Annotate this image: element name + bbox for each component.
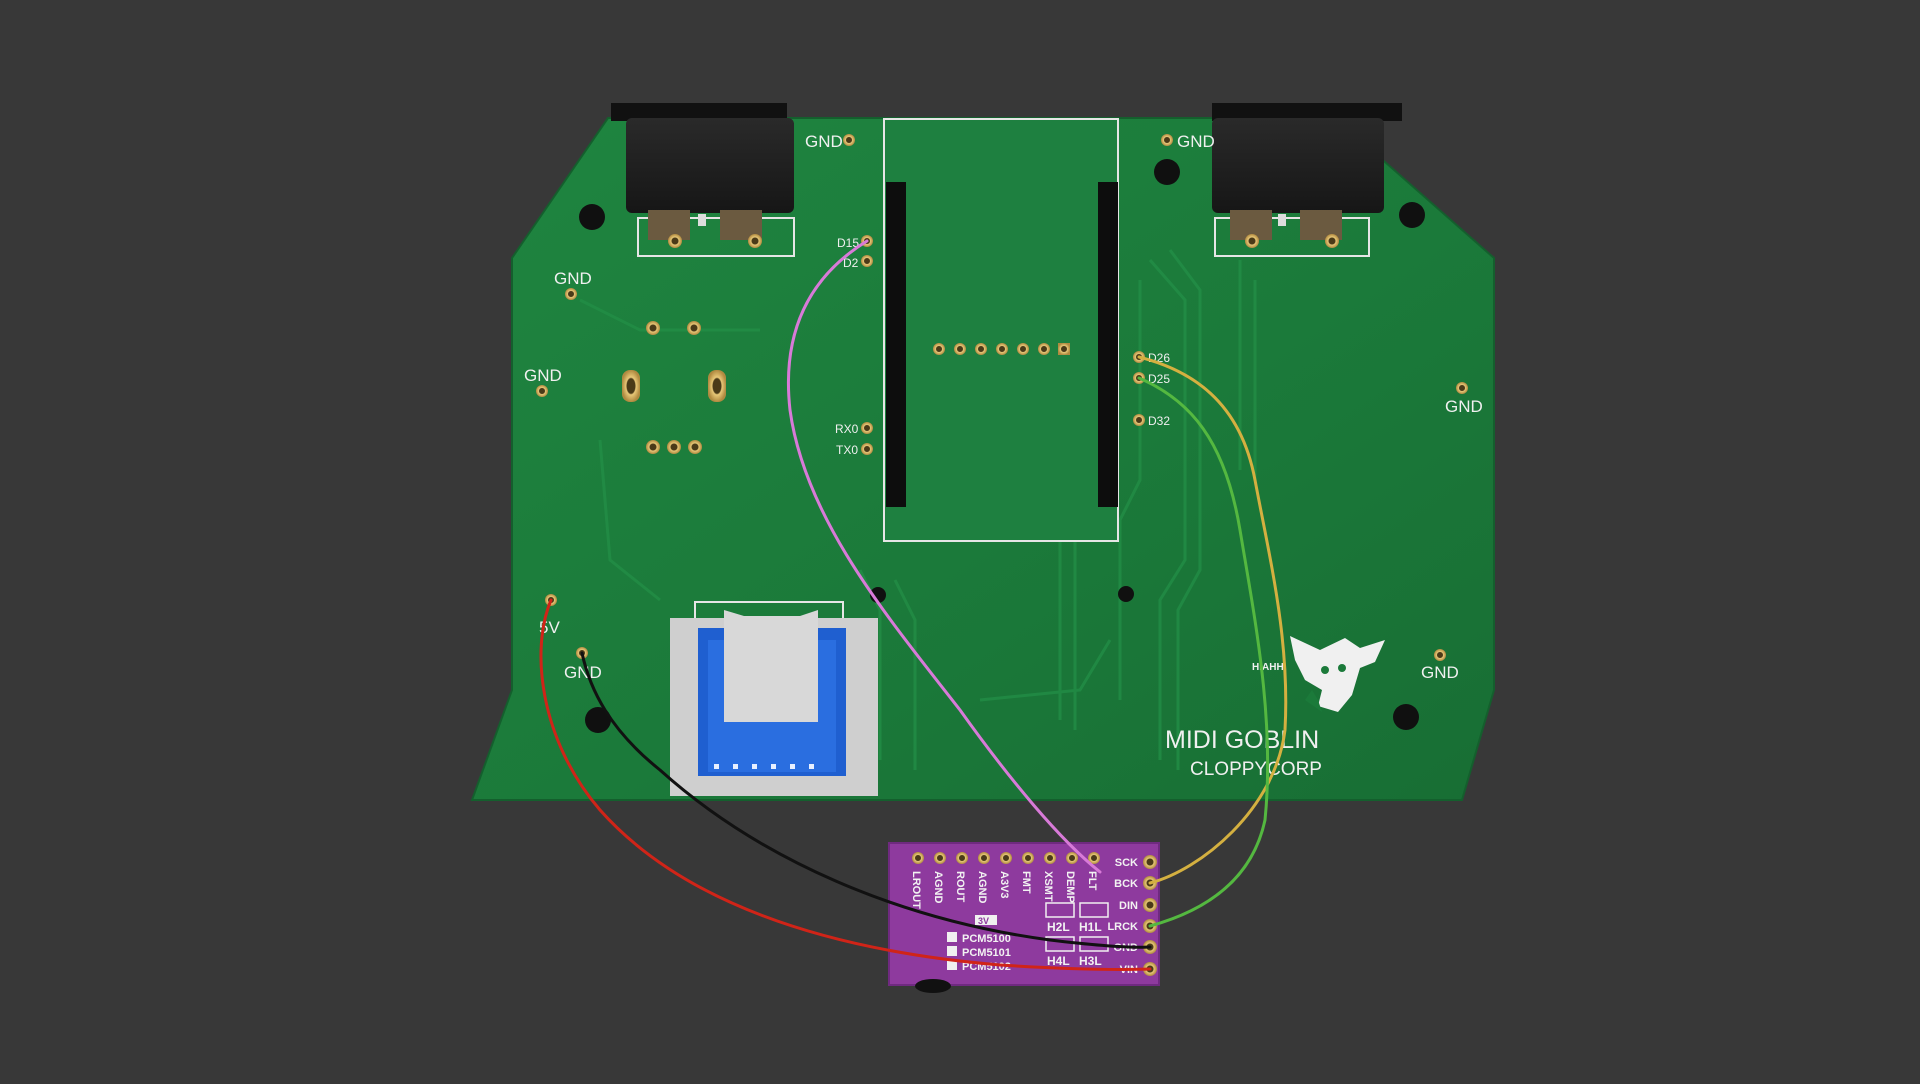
dac-left-pin-labels: LROUT AGND ROUT AGND A3V3 FMT XSMT DEMP …: [910, 871, 1098, 909]
mounting-holes: [579, 159, 1425, 733]
gnd-label: GND: [564, 663, 602, 682]
d2-label: D2: [843, 256, 859, 270]
d15-label: D15: [837, 236, 859, 250]
audio-jack-icon: [915, 979, 951, 993]
jumper-wires: [539, 239, 1288, 972]
mount-hole: [1393, 704, 1419, 730]
dac-pin-label: A3V3: [998, 871, 1010, 899]
dac-pin-label: FMT: [1020, 871, 1032, 894]
jumper-label: H4L: [1047, 954, 1070, 968]
chip-mark: 3V: [978, 916, 989, 926]
midi-din-left-icon: [611, 103, 795, 257]
dac-pin-label: LROUT: [910, 871, 922, 909]
left-components: [622, 321, 726, 454]
d32-label: D32: [1148, 414, 1170, 428]
board-name: MIDI GOBLIN: [1165, 726, 1319, 754]
dac-pin-label: AGND: [932, 871, 944, 903]
mount-hole: [1399, 202, 1425, 228]
jumper-label: H1L: [1079, 920, 1102, 934]
dac-pin-label: SCK: [1115, 857, 1138, 869]
usb-socket-icon: [670, 601, 878, 796]
wire-gnd-to-gnd: [580, 651, 1152, 949]
dac-pin-label: LRCK: [1107, 921, 1138, 933]
dac-pin-label: DEMP: [1064, 871, 1076, 903]
tx0-label: TX0: [836, 443, 858, 457]
logo-small-text: HIAHH: [1252, 662, 1284, 673]
header-strip-right: [1098, 182, 1118, 507]
chip-option-label: PCM5101: [962, 947, 1011, 959]
board-traces: [579, 249, 1257, 770]
header-strip-left: [886, 182, 906, 507]
mount-hole: [585, 707, 611, 733]
dac-module: LROUT AGND ROUT AGND A3V3 FMT XSMT DEMP …: [888, 842, 1160, 993]
board-maker: CLOPPYCORP: [1190, 759, 1322, 780]
jumper-label: H3L: [1079, 954, 1102, 968]
gnd-label: GND: [1421, 663, 1459, 682]
wire-5v-to-vin: [539, 598, 1152, 972]
dac-pin-label: AGND: [976, 871, 988, 903]
chip-option-label: PCM5100: [962, 933, 1011, 945]
jumper-label: H2L: [1047, 920, 1070, 934]
gnd-label: GND: [554, 269, 592, 288]
wire-d25-to-lrck: [1137, 376, 1270, 928]
dac-pin-label: XSMT: [1042, 871, 1054, 902]
dac-pin-label: DIN: [1119, 900, 1138, 912]
dac-pin-label: FLT: [1086, 871, 1098, 891]
mount-hole: [1154, 159, 1180, 185]
d25-label: D25: [1148, 372, 1170, 386]
wire-d15-to-din: [787, 239, 1102, 874]
programming-pads: [933, 343, 1070, 355]
midi-din-right-icon: [1212, 103, 1402, 257]
silkscreen-labels: GND GND GND GND GND GND GND 5V D15 D2 RX…: [524, 132, 1483, 682]
gnd-label: GND: [805, 132, 843, 151]
gnd-label: GND: [1445, 397, 1483, 416]
dac-pin-label: ROUT: [954, 871, 966, 902]
rx0-label: RX0: [835, 422, 859, 436]
gnd-label: GND: [1177, 132, 1215, 151]
goblin-logo-icon: HIAHH: [1252, 636, 1385, 712]
esp32-footprint: [883, 118, 1119, 542]
wire-d26-to-bck: [1137, 355, 1288, 885]
mount-hole: [579, 204, 605, 230]
dac-pin-label: BCK: [1114, 878, 1138, 890]
dac-top-pads: [912, 852, 1100, 864]
gnd-label: GND: [524, 366, 562, 385]
mount-hole: [1118, 586, 1134, 602]
